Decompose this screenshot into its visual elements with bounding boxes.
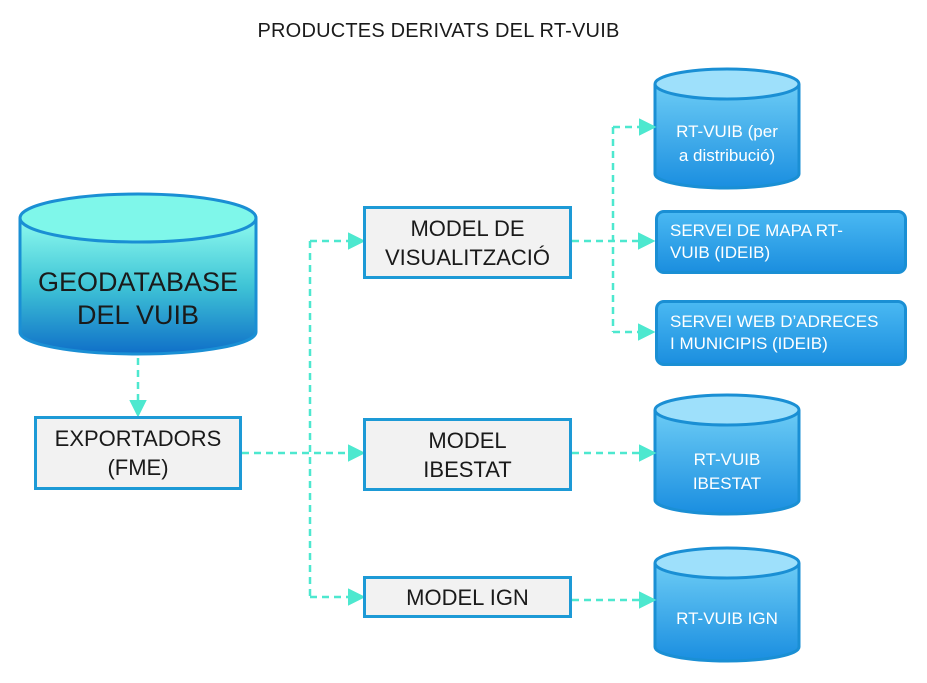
exportadors-line1: EXPORTADORS: [54, 426, 222, 451]
model-ibestat-line1: MODEL: [428, 427, 507, 453]
geodatabase-label-line2: DEL VUIB: [76, 300, 200, 330]
model-visualitzacio-line2: VISUALITZACIÓ: [384, 244, 551, 270]
model-ibestat-box: MODEL IBESTAT: [363, 418, 572, 491]
rtvuib-ibestat-line1: RT-VUIB: [693, 450, 761, 469]
exportadors-box: EXPORTADORS (FME): [34, 416, 242, 490]
servei-mapa-box: SERVEI DE MAPA RT- VUIB (IDEIB): [655, 210, 907, 274]
rtvuib-ibestat-label: RT-VUIB IBESTAT: [655, 446, 799, 498]
exportadors-line2: (FME): [107, 455, 169, 480]
servei-web-line1: SERVEI WEB D’ADRECES: [670, 312, 879, 331]
servei-web-box: SERVEI WEB D’ADRECES I MUNICIPIS (IDEIB): [655, 300, 907, 366]
servei-mapa-line2: VUIB (IDEIB): [670, 243, 771, 262]
model-visualitzacio-box: MODEL DE VISUALITZACIÓ: [363, 206, 572, 279]
diagram-title: PRODUCTES DERIVATS DEL RT-VUIB: [257, 20, 620, 42]
rtvuib-distribucio-cylinder: [653, 67, 801, 190]
geodatabase-cylinder: [18, 192, 258, 356]
model-ign-label: MODEL IGN: [406, 584, 529, 610]
rtvuib-ibestat-line2: IBESTAT: [692, 474, 762, 493]
rtvuib-distribucio-line2: a distribució): [678, 146, 776, 165]
rtvuib-ign-label-text: RT-VUIB IGN: [676, 609, 778, 628]
geodatabase-label-line1: GEODATABASE: [37, 267, 239, 297]
rtvuib-distribucio-line1: RT-VUIB (per: [676, 122, 778, 141]
servei-web-line2: I MUNICIPIS (IDEIB): [670, 334, 828, 353]
model-ibestat-line2: IBESTAT: [423, 456, 512, 482]
rtvuib-ign-label: RT-VUIB IGN: [655, 604, 799, 634]
rtvuib-distribucio-label: RT-VUIB (per a distribució): [655, 118, 799, 170]
model-ign-box: MODEL IGN: [363, 576, 572, 618]
rtvuib-ibestat-cylinder: [653, 393, 801, 516]
model-visualitzacio-line1: MODEL DE: [410, 215, 525, 241]
geodatabase-label: GEODATABASE DEL VUIB: [20, 266, 256, 332]
servei-mapa-line1: SERVEI DE MAPA RT-: [670, 221, 843, 240]
rtvuib-ign-cylinder: [653, 546, 801, 663]
